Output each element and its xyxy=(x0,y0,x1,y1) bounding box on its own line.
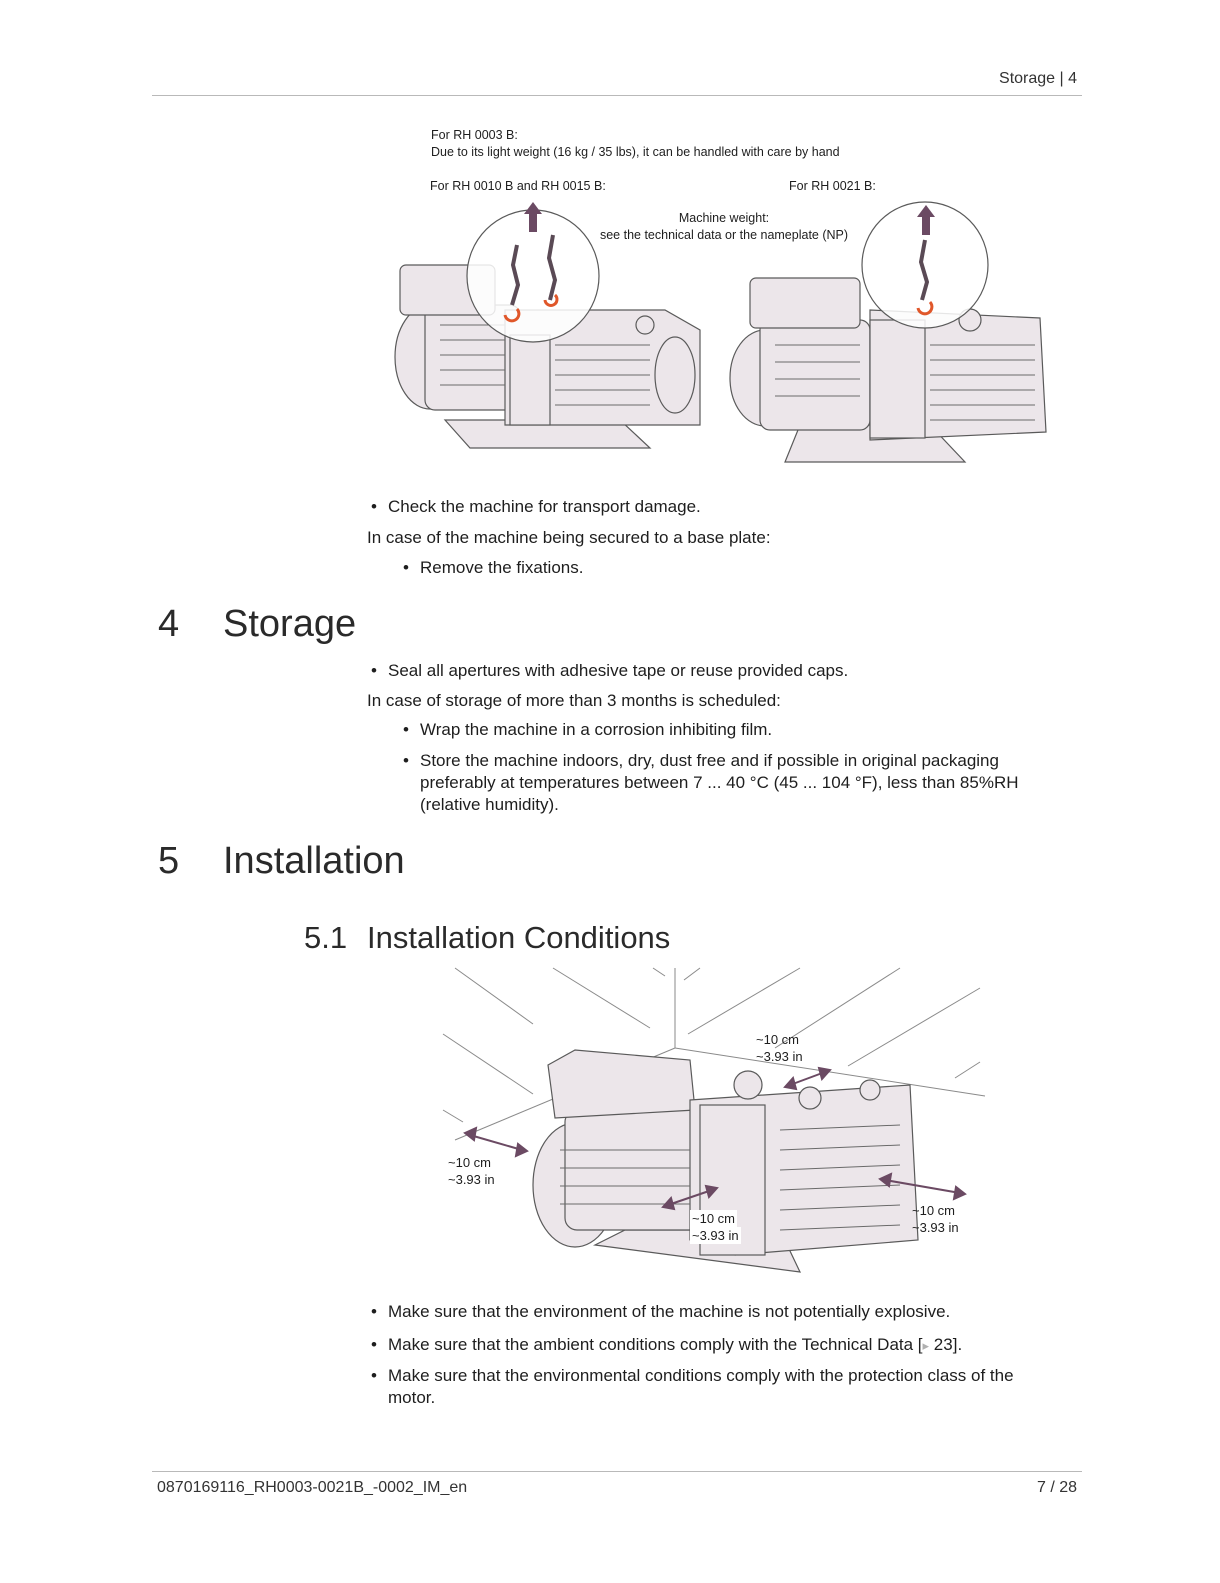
transport-condition: In case of the machine being secured to … xyxy=(367,528,771,547)
bullet-text: Check the machine for transport damage. xyxy=(388,497,701,516)
clearance-top-cm: ~10 cm xyxy=(756,1032,799,1047)
bullet-text-line2: preferably at temperatures between 7 ...… xyxy=(420,773,1019,792)
header-rule xyxy=(152,95,1082,96)
bullet-text: Make sure that the ambient conditions co… xyxy=(388,1335,923,1354)
section-4-title: Storage xyxy=(223,603,357,645)
header-section-title: Storage | 4 xyxy=(999,70,1077,87)
install-bullet-3: • Make sure that the environmental condi… xyxy=(371,1365,1081,1409)
bullet-dot: • xyxy=(371,661,377,680)
bullet-text-line1: Store the machine indoors, dry, dust fre… xyxy=(420,751,999,770)
clearance-figure xyxy=(442,967,986,1273)
fig1-weight-line2: see the technical data or the nameplate … xyxy=(599,228,849,242)
clearance-right-in: ~3.93 in xyxy=(912,1220,959,1235)
hook-left-2 xyxy=(543,293,559,307)
bullet-dot: • xyxy=(403,751,409,770)
footer-rule xyxy=(152,1471,1082,1472)
clearance-left-cm: ~10 cm xyxy=(448,1155,491,1170)
hook-right xyxy=(916,300,934,316)
section-5-title: Installation xyxy=(223,840,405,882)
clearance-right-cm: ~10 cm xyxy=(912,1203,955,1218)
reference-arrow-icon: ▸ xyxy=(922,1338,930,1353)
pump-rh0021-illustration xyxy=(729,277,1047,463)
section-5-1-number: 5.1 xyxy=(304,920,348,955)
fig1-label-rh0003-line1: For RH 0003 B: xyxy=(431,128,518,142)
chain-right xyxy=(918,239,930,301)
bullet-dot: • xyxy=(371,1335,377,1354)
lifting-figure xyxy=(394,201,1047,463)
clearance-front-in: ~3.93 in xyxy=(690,1227,741,1244)
detail-circle-right xyxy=(861,201,989,329)
chain-left xyxy=(510,234,558,306)
bullet-text-line1: Make sure that the environmental conditi… xyxy=(388,1366,1014,1385)
bullet-text-line2: motor. xyxy=(388,1388,436,1407)
clearance-arrows xyxy=(463,1066,967,1211)
bullet-text: Seal all apertures with adhesive tape or… xyxy=(388,661,849,680)
pump-rh0021-ribs xyxy=(775,344,1035,421)
pump-clearance-illustration xyxy=(532,1049,919,1273)
technical-data-link[interactable]: ▸ 23 xyxy=(923,1335,953,1354)
section-5-number: 5 xyxy=(158,840,180,882)
lift-arrow-right xyxy=(917,205,935,235)
bullet-dot: • xyxy=(371,1302,377,1321)
bullet-text-end: ]. xyxy=(952,1335,963,1354)
storage-sub-bullet-2: • Store the machine indoors, dry, dust f… xyxy=(403,750,1083,816)
pump-rh0010-ribs xyxy=(440,324,650,406)
bullet-text-line3: (relative humidity). xyxy=(420,795,559,814)
clearance-left-in: ~3.93 in xyxy=(448,1172,495,1187)
hook-left-1 xyxy=(503,307,521,323)
bullet-dot: • xyxy=(371,497,377,516)
bullet-text: Wrap the machine in a corrosion inhibiti… xyxy=(420,720,773,739)
bullet-text: Make sure that the environment of the ma… xyxy=(388,1302,951,1321)
clearance-front-cm: ~10 cm xyxy=(690,1210,737,1227)
fig1-label-rh0010: For RH 0010 B and RH 0015 B: xyxy=(430,179,606,193)
fig1-label-rh0003-line2: Due to its light weight (16 kg / 35 lbs)… xyxy=(431,145,840,159)
bullet-text: Remove the fixations. xyxy=(420,558,584,577)
reference-page: 23 xyxy=(933,1335,953,1354)
fig1-weight-line1: Machine weight: xyxy=(678,211,770,225)
section-5-1-title: Installation Conditions xyxy=(367,920,671,955)
footer-doc-id: 0870169116_RH0003-0021B_-0002_IM_en xyxy=(157,1479,468,1496)
bullet-dot: • xyxy=(403,558,409,577)
storage-condition: In case of storage of more than 3 months… xyxy=(367,691,781,710)
bullet-dot: • xyxy=(371,1366,377,1385)
footer-page-number: 7 / 28 xyxy=(1036,1479,1077,1496)
lift-arrow-left xyxy=(524,202,542,232)
section-4-number: 4 xyxy=(158,603,180,645)
fig1-label-rh0021: For RH 0021 B: xyxy=(789,179,876,193)
bullet-dot: • xyxy=(403,720,409,739)
clearance-top-in: ~3.93 in xyxy=(756,1049,803,1064)
